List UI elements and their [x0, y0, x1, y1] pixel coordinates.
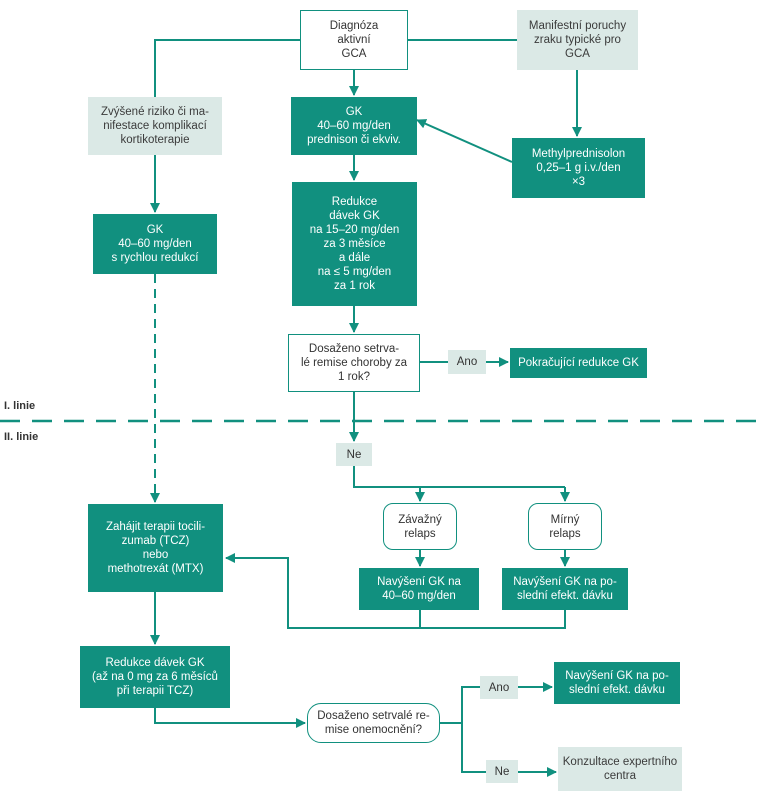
node-gk-rapid: GK 40–60 mg/den s rychlou redukcí	[93, 214, 217, 274]
tag-no-2: Ne	[486, 760, 518, 783]
node-increase-gk-high: Navýšení GK na 40–60 mg/den	[359, 568, 479, 610]
label-first-line: I. linie	[4, 400, 36, 412]
tag-no-1: Ne	[336, 443, 372, 466]
node-increase-gk-last-2: Navýšení GK na po- slední efekt. dávku	[554, 662, 680, 704]
label-second-line: II. linie	[4, 431, 39, 443]
node-remission-question-2: Dosaženo setrvalé re- mise onemocnění?	[307, 703, 440, 743]
node-risk-corticotherapy: Zvýšené riziko či ma- nifestace komplika…	[88, 97, 222, 155]
tag-yes-1: Ano	[448, 350, 486, 374]
node-gk-main: GK 40–60 mg/den prednison či ekviv.	[291, 97, 417, 155]
node-tcz-mtx: Zahájit terapii tocili- zumab (TCZ) nebo…	[88, 504, 223, 592]
node-severe-relapse: Závažný relaps	[383, 503, 457, 550]
node-methylprednisolone: Methylprednisolon 0,25–1 g i.v./den ×3	[512, 138, 645, 198]
node-mild-relapse: Mírný relaps	[528, 503, 602, 550]
node-gk-reduction-2: Redukce dávek GK (až na 0 mg za 6 měsíců…	[80, 646, 230, 708]
tag-yes-2: Ano	[480, 676, 518, 699]
node-gk-reduction: Redukce dávek GK na 15–20 mg/den za 3 mě…	[292, 182, 417, 306]
node-vision-disorder: Manifestní poruchy zraku typické pro GCA	[517, 10, 638, 70]
node-continue-reduction: Pokračující redukce GK	[510, 348, 647, 378]
node-expert-consultation: Konzultace expertního centra	[558, 747, 682, 791]
node-diagnosis: Diagnóza aktivní GCA	[300, 10, 408, 70]
node-remission-question-1: Dosaženo setrva- lé remise choroby za 1 …	[288, 334, 420, 392]
node-increase-gk-last: Navýšení GK na po- slední efekt. dávku	[502, 568, 628, 610]
